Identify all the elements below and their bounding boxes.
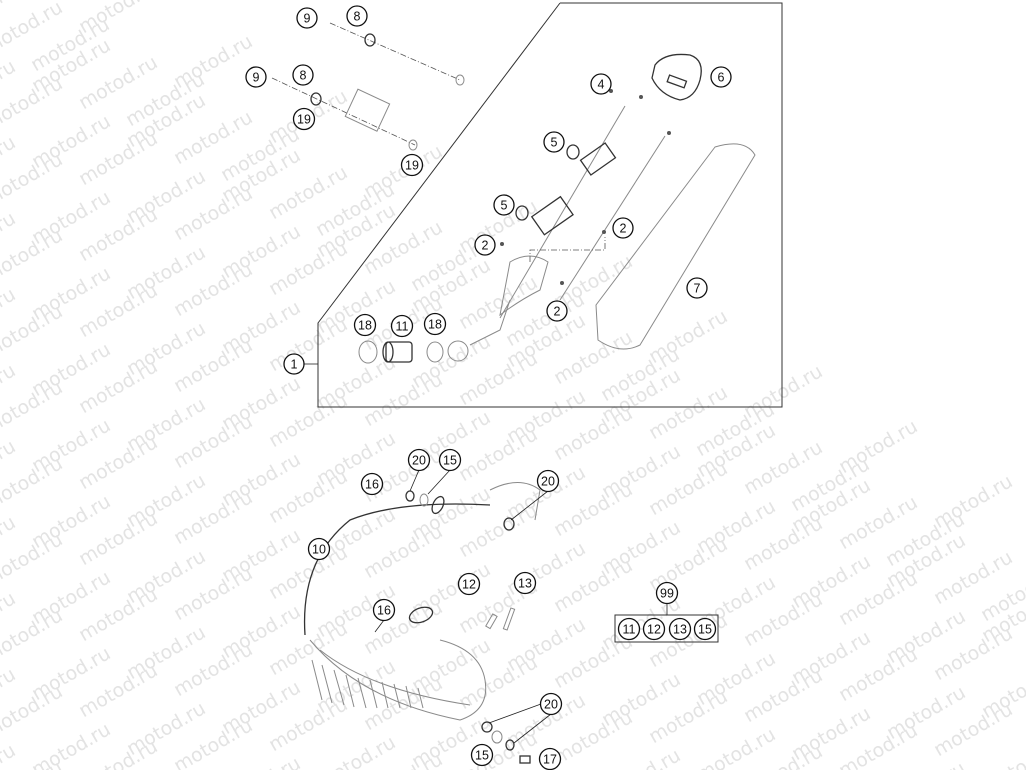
callout-number: 2 bbox=[554, 305, 561, 319]
sleeve-parts bbox=[358, 299, 511, 364]
callout-number: 18 bbox=[358, 319, 372, 333]
callout-number: 5 bbox=[501, 199, 508, 213]
callout-number: 20 bbox=[541, 475, 555, 489]
callout-number: 16 bbox=[377, 604, 391, 618]
callout-number: 9 bbox=[253, 71, 260, 85]
callout-number: 6 bbox=[718, 71, 725, 85]
callout-number: 11 bbox=[396, 320, 409, 334]
part-callout-6[interactable]: 6 bbox=[710, 66, 732, 88]
part-callout-18[interactable]: 18 bbox=[423, 312, 447, 336]
part-callout-5[interactable]: 5 bbox=[493, 194, 515, 216]
part-callout-16[interactable]: 16 bbox=[360, 472, 384, 496]
callout-number: 19 bbox=[405, 159, 419, 173]
part-callout-12[interactable]: 12 bbox=[642, 617, 666, 641]
callout-number: 2 bbox=[620, 222, 627, 236]
callout-layer: 9 8 9 8 19 19 6 4 5 5 2 2 7 2 18 11 18 1 20 15 16 20 10 12 13 16 2… bbox=[245, 5, 732, 770]
callout-number: 7 bbox=[694, 282, 701, 296]
callout-number: 99 bbox=[660, 587, 674, 601]
callout-number: 12 bbox=[647, 623, 661, 637]
upper-group-frame bbox=[317, 2, 783, 408]
part-callout-99[interactable]: 99 bbox=[655, 581, 679, 605]
part-callout-2[interactable]: 2 bbox=[474, 234, 496, 256]
muffler-shell bbox=[595, 143, 756, 350]
callout-number: 12 bbox=[462, 578, 476, 592]
callout-number: 13 bbox=[518, 577, 532, 591]
callout-number: 16 bbox=[365, 478, 379, 492]
callout-number: 2 bbox=[482, 239, 489, 253]
part-callout-18[interactable]: 18 bbox=[353, 313, 377, 337]
part-callout-13[interactable]: 13 bbox=[668, 617, 692, 641]
part-callout-9[interactable]: 9 bbox=[296, 7, 318, 29]
callout-number: 18 bbox=[428, 318, 442, 332]
callout-number: 1 bbox=[291, 358, 298, 372]
callout-number: 15 bbox=[475, 749, 489, 763]
part-callout-19[interactable]: 19 bbox=[400, 153, 424, 177]
part-callout-15[interactable]: 15 bbox=[438, 448, 462, 472]
silencer-inner-tube bbox=[499, 89, 671, 319]
callout-number: 15 bbox=[698, 623, 712, 637]
callout-number: 20 bbox=[544, 698, 558, 712]
part-callout-5[interactable]: 5 bbox=[543, 131, 565, 153]
part-callout-11[interactable]: 11 bbox=[617, 617, 641, 641]
callout-number: 8 bbox=[300, 69, 307, 83]
part-callout-11[interactable]: 11 bbox=[390, 314, 414, 338]
part-callout-15[interactable]: 15 bbox=[470, 743, 494, 767]
callout-number: 10 bbox=[312, 543, 326, 557]
leader-lines bbox=[374, 469, 552, 744]
callout-number: 13 bbox=[673, 623, 687, 637]
part-callout-1[interactable]: 1 bbox=[283, 353, 305, 375]
part-callout-8[interactable]: 8 bbox=[346, 5, 368, 27]
part-callout-15[interactable]: 15 bbox=[693, 617, 717, 641]
part-callout-16[interactable]: 16 bbox=[372, 598, 396, 622]
part-callout-20[interactable]: 20 bbox=[539, 692, 563, 716]
part-callout-13[interactable]: 13 bbox=[513, 571, 537, 595]
part-callout-2[interactable]: 2 bbox=[546, 300, 568, 322]
callout-number: 4 bbox=[598, 78, 605, 92]
callout-number: 19 bbox=[297, 113, 311, 127]
header-pipe bbox=[303, 482, 541, 721]
kit-box bbox=[614, 603, 719, 643]
part-callout-8[interactable]: 8 bbox=[292, 64, 314, 86]
mounting-bolts bbox=[271, 22, 465, 151]
part-callout-20[interactable]: 20 bbox=[536, 469, 560, 493]
part-callout-10[interactable]: 10 bbox=[307, 537, 331, 561]
callout-number: 15 bbox=[443, 454, 457, 468]
part-callout-20[interactable]: 20 bbox=[407, 448, 431, 472]
small-hardware bbox=[405, 490, 531, 764]
part-callout-19[interactable]: 19 bbox=[292, 107, 316, 131]
callout-number: 11 bbox=[623, 623, 636, 637]
end-cap bbox=[651, 53, 702, 101]
part-callout-4[interactable]: 4 bbox=[590, 73, 612, 95]
callout-number: 5 bbox=[551, 136, 558, 150]
part-callout-9[interactable]: 9 bbox=[245, 66, 267, 88]
part-callout-7[interactable]: 7 bbox=[686, 277, 708, 299]
callout-number: 20 bbox=[412, 454, 426, 468]
callout-number: 17 bbox=[543, 753, 557, 767]
part-callout-12[interactable]: 12 bbox=[457, 572, 481, 596]
callout-number: 9 bbox=[304, 12, 311, 26]
part-callout-17[interactable]: 17 bbox=[538, 747, 562, 770]
callout-number: 8 bbox=[354, 10, 361, 24]
part-callout-2[interactable]: 2 bbox=[612, 217, 634, 239]
